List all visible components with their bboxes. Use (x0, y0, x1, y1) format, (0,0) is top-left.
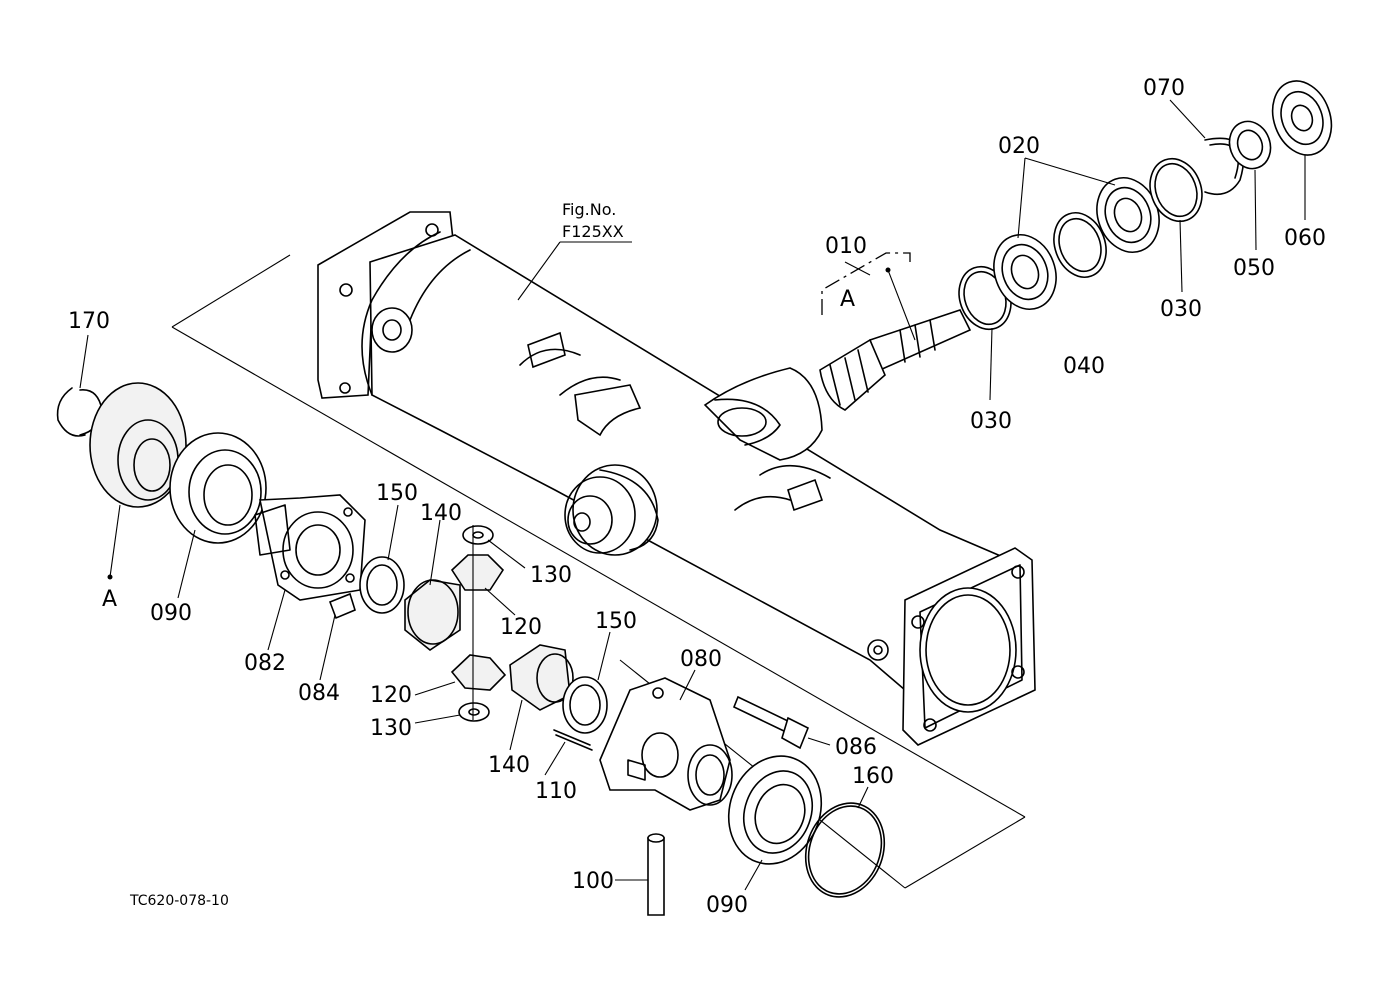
axle-housing-right-flange (902, 547, 1036, 746)
label-082: 082 (244, 651, 286, 676)
label-140-top: 140 (420, 501, 462, 526)
label-080: 080 (680, 647, 722, 672)
section-a-bracket (821, 252, 911, 315)
fig-no-code: F125XX (562, 222, 624, 241)
label-150-right: 150 (595, 609, 637, 634)
bearing-stack (958, 80, 1333, 331)
label-020: 020 (998, 134, 1040, 159)
drawing-code: TC620-078-10 (129, 893, 229, 909)
differential-case (553, 677, 810, 916)
left-parts (56, 382, 366, 620)
label-040: 040 (1063, 354, 1105, 379)
label-110: 110 (535, 779, 577, 804)
label-090-right: 090 (706, 893, 748, 918)
fig-no-label: Fig.No. (562, 200, 616, 219)
label-130-bottom: 130 (370, 716, 412, 741)
leader-lines (79, 99, 1306, 891)
label-callout-a-left: A (102, 587, 117, 612)
label-084: 084 (298, 681, 340, 706)
label-140-bottom: 140 (488, 753, 530, 778)
label-130-top: 130 (530, 563, 572, 588)
label-170: 170 (68, 309, 110, 334)
differential-gears (359, 525, 608, 734)
label-150-left: 150 (376, 481, 418, 506)
label-050: 050 (1233, 256, 1275, 281)
label-030-upper: 030 (1160, 297, 1202, 322)
label-030-lower: 030 (970, 409, 1012, 434)
label-160: 160 (852, 764, 894, 789)
label-086: 086 (835, 735, 877, 760)
labels: Fig.No. F125XX 170 A 090 082 084 150 140… (68, 76, 1326, 918)
label-090-left: 090 (150, 601, 192, 626)
label-120-top: 120 (500, 615, 542, 640)
axle-housing (317, 211, 1011, 701)
label-010: 010 (825, 234, 867, 259)
right-bearing-and-oring (727, 755, 886, 898)
label-100: 100 (572, 869, 614, 894)
label-callout-a-top: A (840, 287, 855, 312)
label-120-bottom: 120 (370, 683, 412, 708)
pinion-shaft-010 (819, 309, 972, 411)
label-070: 070 (1143, 76, 1185, 101)
label-060: 060 (1284, 226, 1326, 251)
